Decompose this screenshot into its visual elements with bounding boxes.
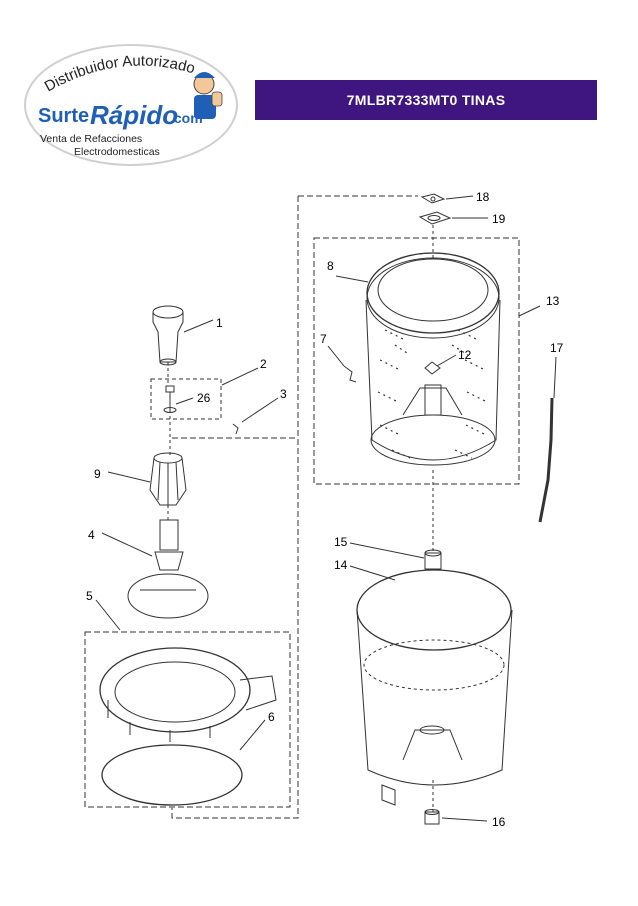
- seal-group-box: [84, 631, 291, 808]
- model-title-bar: 7MLBR7333MT0 TINAS: [255, 80, 597, 120]
- callout-7: 7: [320, 332, 327, 346]
- callout-8: 8: [327, 259, 334, 273]
- part-16-nut: [424, 809, 440, 825]
- callout-26: 26: [197, 391, 211, 405]
- part-4-impeller: [127, 519, 209, 619]
- callout-15: 15: [334, 535, 348, 549]
- part-12-nut: [424, 361, 441, 375]
- callout-2: 2: [260, 357, 267, 371]
- part-9-agitator: [149, 452, 187, 506]
- callout-3: 3: [280, 387, 287, 401]
- callout-17: 17: [550, 341, 564, 355]
- part-19-ring: [418, 211, 452, 225]
- callout-1: 1: [216, 316, 223, 330]
- part-3-screw: [232, 423, 239, 435]
- part-5-tub-ring: [99, 647, 277, 742]
- callout-12: 12: [458, 348, 472, 362]
- callout-16: 16: [492, 815, 506, 829]
- model-title: 7MLBR7333MT0 TINAS: [346, 92, 506, 108]
- logo-brand-surte: Surte: [38, 105, 89, 127]
- part-15-bearing: [424, 549, 442, 570]
- part-6-clamp-ring: [101, 744, 243, 806]
- callout-13: 13: [546, 294, 560, 308]
- part-8-balance-ring: [366, 252, 500, 339]
- callout-4: 4: [88, 528, 95, 542]
- part-26-bolt: [163, 385, 177, 413]
- distributor-logo: Distribuidor Autorizado Surte Rápido .co…: [24, 44, 238, 166]
- logo-tagline-2: Electrodomesticas: [74, 146, 160, 158]
- callout-9: 9: [94, 467, 101, 481]
- callout-5: 5: [86, 589, 93, 603]
- callout-6: 6: [268, 710, 275, 724]
- callout-18: 18: [476, 190, 490, 204]
- logo-tagline-1: Venta de Refacciones: [40, 133, 142, 145]
- callout-19: 19: [492, 212, 506, 226]
- part-7-clip: [343, 365, 357, 383]
- part-18-clip: [420, 193, 446, 204]
- basket-group-box: [313, 237, 520, 485]
- logo-brand-rapido: Rápido: [90, 100, 178, 130]
- part-14-outer-tub: [356, 569, 513, 806]
- assembly-guide-line: [171, 196, 299, 819]
- callout-14: 14: [334, 558, 348, 572]
- part-17-hose: [538, 397, 554, 523]
- part-13-basket: [365, 299, 501, 466]
- mascot-icon: [193, 72, 223, 119]
- part-1-agitator-cap: [152, 305, 184, 366]
- bolt-group-box: [150, 378, 222, 420]
